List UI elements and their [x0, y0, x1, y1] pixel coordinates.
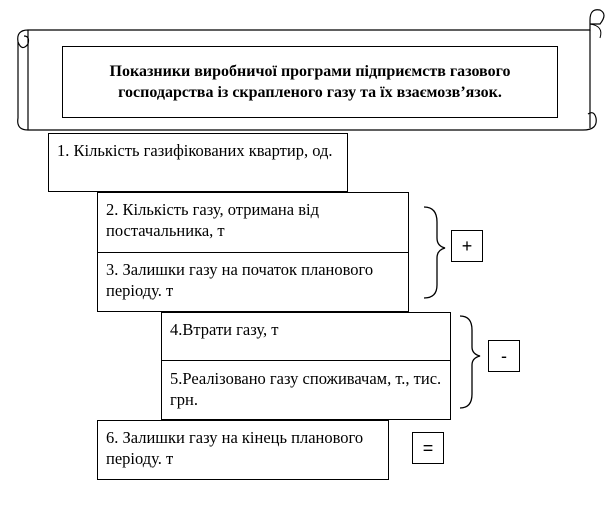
minus-sign: - — [501, 345, 507, 366]
equals-sign: = — [422, 437, 434, 458]
item-box-4-5: 4.Втрати газу, т 5.Реалізовано газу спож… — [161, 312, 451, 420]
minus-operator: - — [488, 340, 520, 372]
item-box-6: 6. Залишки газу на кінець планового пері… — [97, 420, 389, 480]
item-cell-4: 4.Втрати газу, т — [162, 313, 450, 346]
plus-operator: + — [451, 230, 483, 262]
item-label-3: 3. Залишки газу на початок планового пер… — [106, 260, 374, 300]
item-box-2-3: 2. Кількість газу, отримана від постачал… — [97, 192, 409, 312]
item-label-5: 5.Реалізовано газу споживачам, т., тис. … — [170, 369, 442, 409]
item-box-1: 1. Кількість газифікованих квартир, од. — [48, 133, 348, 192]
item-divider-2-3 — [98, 252, 408, 253]
plus-sign: + — [461, 235, 473, 256]
item-label-1: 1. Кількість газифікованих квартир, од. — [57, 141, 333, 160]
item-label-4: 4.Втрати газу, т — [170, 320, 279, 339]
item-label-6: 6. Залишки газу на кінець планового пері… — [106, 428, 364, 468]
diagram-title-text: Показники виробничої програми підприємст… — [109, 63, 511, 101]
diagram-title: Показники виробничої програми підприємст… — [62, 46, 558, 118]
item-label-2: 2. Кількість газу, отримана від постачал… — [106, 200, 319, 240]
equals-operator: = — [412, 432, 444, 464]
item-divider-4-5 — [162, 360, 450, 361]
item-cell-5: 5.Реалізовано газу споживачам, т., тис. … — [162, 362, 450, 416]
item-cell-2: 2. Кількість газу, отримана від постачал… — [98, 193, 408, 247]
item-cell-3: 3. Залишки газу на початок планового пер… — [98, 253, 408, 307]
